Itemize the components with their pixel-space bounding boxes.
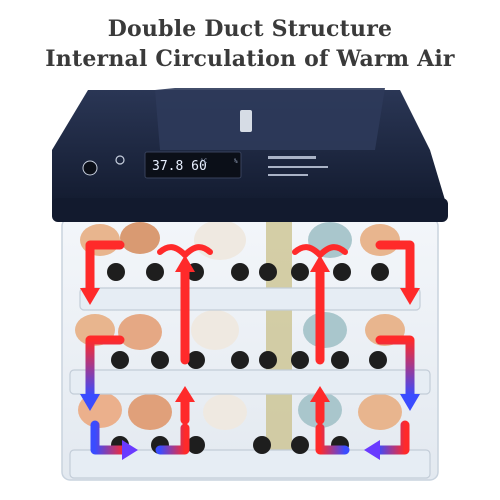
lcd-unit-c: °C xyxy=(200,158,208,165)
power-button[interactable] xyxy=(82,160,98,176)
cool-air-arrow xyxy=(80,335,420,460)
spec-lines xyxy=(268,156,328,176)
lcd-unit-pct: % xyxy=(234,158,238,165)
tray-middle xyxy=(69,369,431,395)
warm-air-arrow xyxy=(80,240,420,425)
headline-line-2: Internal Circulation of Warm Air xyxy=(45,46,455,72)
lcd-display xyxy=(144,151,242,179)
power-icon xyxy=(115,155,125,165)
tray-bottom xyxy=(69,449,431,479)
tray-top xyxy=(79,287,421,311)
egg-layer-middle xyxy=(75,310,405,350)
lid-rim xyxy=(52,198,448,222)
center-column xyxy=(266,222,292,470)
lcd-readout: 37.8 60 xyxy=(152,159,207,174)
vent-panel xyxy=(155,88,385,150)
headline-line-1: Double Duct Structure xyxy=(107,16,393,42)
lid-handle xyxy=(240,110,252,132)
